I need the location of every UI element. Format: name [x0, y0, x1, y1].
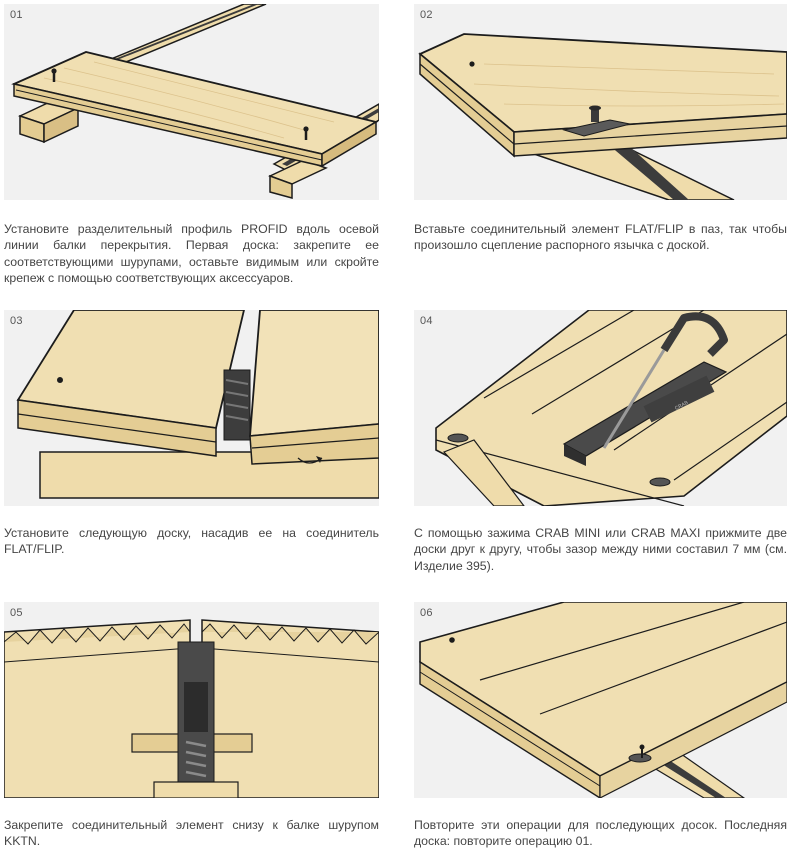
place-next-board-on-connector-illustration	[16, 310, 379, 499]
step-number: 03	[10, 315, 23, 327]
step-caption: Повторите эти операции для последующих д…	[414, 818, 787, 849]
step-01-illustration: 01	[4, 4, 379, 200]
step-caption: Установите разделительный профиль PROFID…	[4, 222, 379, 286]
step-06-illustration: 06	[414, 602, 787, 798]
step-04-illustration: CRAB 04	[414, 310, 787, 506]
step-02-illustration: 02	[414, 4, 787, 200]
insert-connector-in-groove-illustration	[418, 33, 787, 200]
step-05-illustration: 05	[4, 602, 379, 798]
repeat-for-next-boards-illustration	[419, 602, 787, 798]
step-caption: С помощью зажима CRAB MINI или CRAB MAXI…	[414, 526, 787, 573]
step-number: 01	[10, 9, 23, 21]
first-board-screwed-on-joists-illustration	[11, 4, 379, 199]
clamp-boards-with-crab-illustration: CRAB	[435, 310, 787, 506]
screw-connector-to-joist-illustration	[4, 619, 379, 798]
step-number: 06	[420, 607, 433, 619]
step-caption: Закрепите соединительный элемент снизу к…	[4, 818, 379, 849]
step-caption: Вставьте соединительный элемент FLAT/FLI…	[414, 222, 787, 253]
step-03-illustration: 03	[4, 310, 379, 506]
step-number: 05	[10, 607, 23, 619]
step-number: 04	[420, 315, 433, 327]
step-caption: Установите следующую доску, насадив ее н…	[4, 526, 379, 557]
step-number: 02	[420, 9, 433, 21]
